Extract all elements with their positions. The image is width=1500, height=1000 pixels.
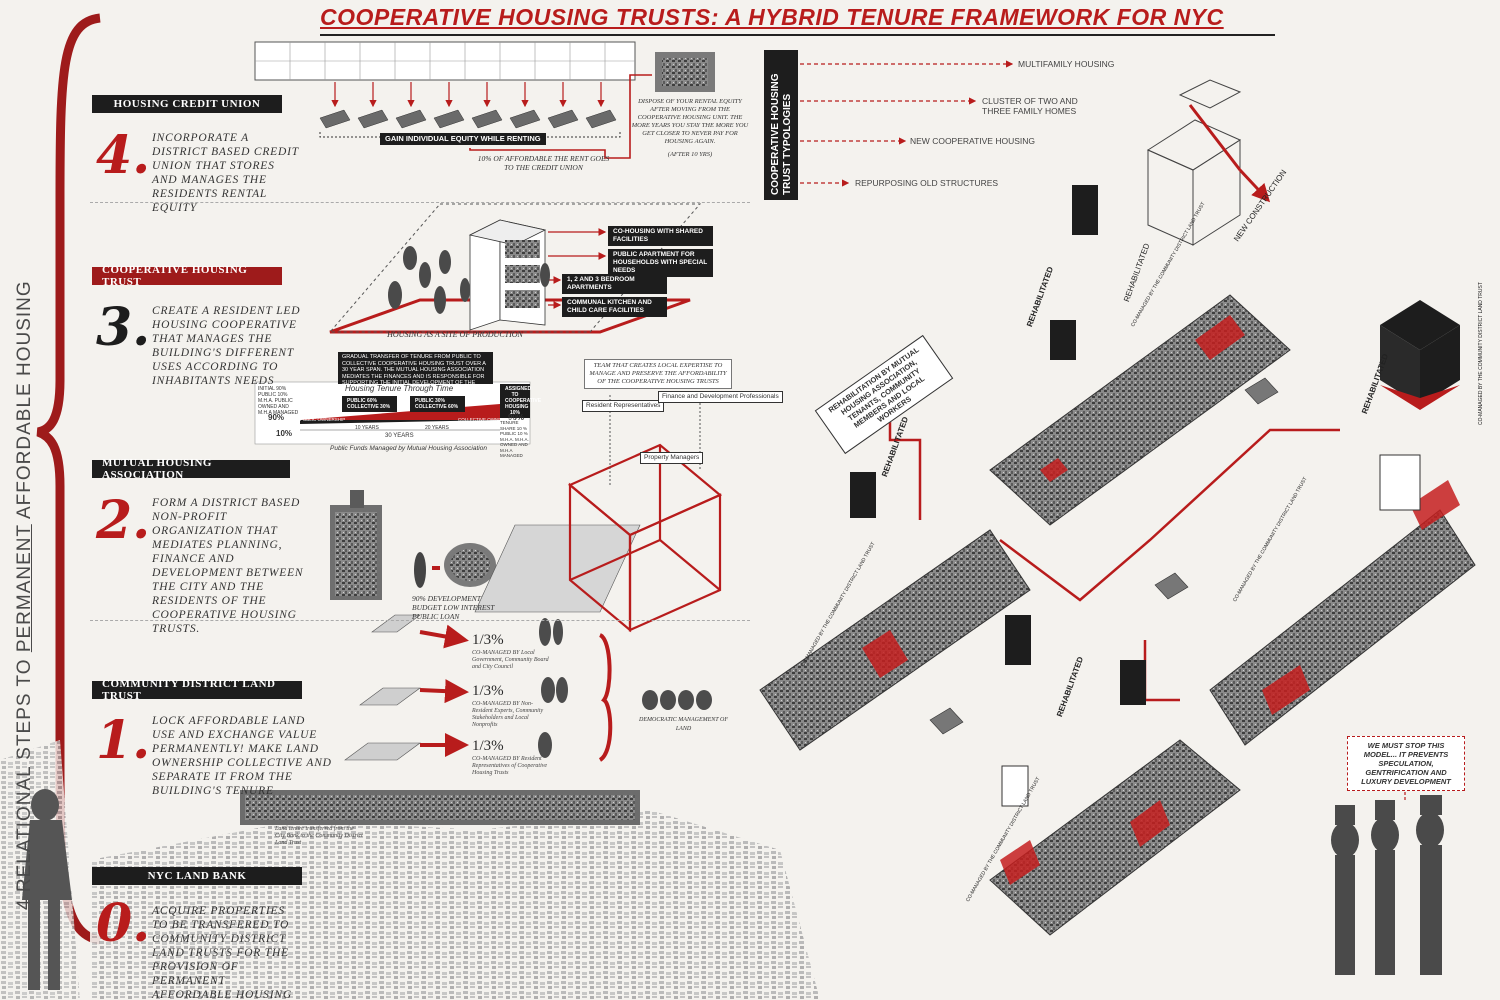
quote-box: WE MUST STOP THIS MODEL... IT PREVENTS S… [1347, 736, 1465, 791]
role-finance: Finance and Development Professionals [658, 391, 783, 403]
step-text-4: INCORPORATE A DISTRICT BASED CREDIT UNIO… [152, 132, 299, 214]
step-text-0: ACQUIRE PROPERTIES TO BE TRANSFERED TO C… [152, 905, 292, 1000]
bar-left-label: PUBLIC OWNERSHIP [300, 417, 346, 422]
mha-base [474, 524, 641, 613]
share-fraction-2: 1/3% [472, 683, 504, 699]
street-map [90, 810, 820, 1000]
block-bottom [989, 739, 1241, 936]
meeting-figures [538, 618, 712, 758]
share-fraction-3: 1/3% [472, 738, 504, 754]
step-number-1: 1. [96, 710, 151, 771]
step-text-2: FORM A DISTRICT BASED NON-PROFIT ORGANIZ… [152, 497, 304, 635]
tenure-right-legend: TENURE SHARE 10 % PUBLIC 10 % M.H.A. M.H… [500, 420, 529, 458]
tenure-box-b: PUBLIC 30% COLLECTIVE 60% [410, 396, 465, 412]
coop-caption: HOUSING AS A SITE OF PRODUCTION [387, 330, 523, 339]
typology-cluster: CLUSTER OF TWO AND THREE FAMILY HOMES [982, 96, 1078, 116]
victorian-figures [1331, 795, 1444, 975]
typology-new-coop: NEW COOPERATIVE HOUSING [910, 136, 1035, 146]
typology-repurposing: REPURPOSING OLD STRUCTURES [855, 178, 999, 188]
bar-right-label: COLLECTIVE OWNERSHIP [458, 417, 516, 422]
share-text-3: CO-MANAGED BY Resident Representatives o… [472, 756, 548, 776]
tenure-note: GRADUAL TRANSFER OF TENURE FROM PUBLIC T… [342, 354, 486, 393]
years-30: 30 YEARS [385, 433, 414, 439]
label-mutual-housing-association: MUTUAL HOUSING ASSOCIATION [92, 457, 290, 481]
vertical-title-underlined: PERMANENT [14, 524, 35, 653]
typology-multifamily: MULTIFAMILY HOUSING [1018, 59, 1115, 69]
use-label-3: 1, 2 AND 3 BEDROOM APARTMENTS [562, 274, 667, 294]
equity-cards [319, 109, 617, 129]
step-text-1: LOCK AFFORDABLE LAND USE AND EXCHANGE VA… [152, 715, 332, 797]
dispose-years: (AFTER 10 YRS) [667, 151, 713, 158]
use-label-1: CO-HOUSING WITH SHARED FACILITIES [608, 226, 713, 246]
pct-left-bottom: 10% [276, 429, 293, 438]
role-property: Property Managers [640, 452, 704, 464]
tenure-title: Housing Tenure Through Time [345, 384, 454, 393]
newsboy-figure [22, 789, 72, 990]
label-nyc-land-bank: NYC LAND BANK [92, 867, 302, 885]
dispose-note: DISPOSE OF YOUR RENTAL EQUITY AFTER MOVI… [631, 98, 749, 145]
land-parcel-tags [929, 377, 1279, 735]
pct-right: 90% [508, 413, 525, 422]
use-label-2: PUBLIC APARTMENT FOR HOUSEHOLDS WITH SPE… [608, 249, 713, 277]
team-note: TEAM THAT CREATES LOCAL EXPERTISE TO MAN… [584, 359, 732, 389]
small-buildings [850, 185, 1421, 807]
transfer-note: Land tenure transferred from the City Ba… [275, 826, 363, 846]
years-10: 10 YEARS [355, 425, 379, 431]
label-housing-credit-union: HOUSING CREDIT UNION [92, 95, 282, 113]
rent-note: 10% OF AFFORDABLE THE RENT GOES TO THE C… [477, 154, 610, 172]
democratic-brace [598, 633, 613, 762]
tenure-left-legend: INITIAL 90% PUBLIC 10% M.H.A. PUBLIC OWN… [258, 386, 299, 416]
co-managed-label: CO-MANAGED BY THE COMMUNITY DISTRICT LAN… [1478, 282, 1484, 425]
typologies-heading: COOPERATIVE HOUSING TRUST TYPOLOGIES [770, 73, 793, 196]
use-label-4: COMMUNAL KITCHEN AND CHILD CARE FACILITI… [562, 297, 667, 317]
tenure-right-box: ASSIGNED TO COOPERATIVE HOUSING 10% [500, 384, 541, 418]
loan-note: 90% DEVELOPMENT BUDGET LOW INTEREST PUBL… [412, 594, 495, 621]
step-number-3: 3. [96, 297, 151, 358]
gain-equity-label: GAIN INDIVIDUAL EQUITY WHILE RENTING [380, 133, 546, 145]
vertical-title-suffix: AFFORDABLE HOUSING [14, 280, 35, 525]
years-20: 20 YEARS [425, 425, 449, 431]
land-parcels [344, 614, 421, 761]
title-rule [320, 34, 1275, 36]
block-right [1209, 480, 1476, 746]
divider [90, 202, 750, 203]
step-number-4: 4. [96, 125, 151, 186]
rehab-building-tall [1380, 300, 1460, 410]
typologies-bar [764, 50, 798, 200]
crowd-figures [388, 246, 550, 314]
step-number-0: 0. [96, 893, 151, 954]
share-text-2: CO-MANAGED BY Non-Resident Experts, Comm… [472, 701, 544, 728]
coop-platform [329, 298, 691, 334]
vertical-title-prefix: 4 RELATIONAL STEPS TO [14, 652, 35, 910]
person-figure [414, 552, 426, 588]
step-number-2: 2. [96, 490, 151, 551]
page-title: COOPERATIVE HOUSING TRUSTS: A HYBRID TEN… [320, 4, 1224, 30]
tenure-footer: Public Funds Managed by Mutual Housing A… [330, 445, 487, 452]
vertical-title: 4 RELATIONAL STEPS TO PERMANENT AFFORDAB… [14, 280, 36, 910]
share-text-1: CO-MANAGED BY Local Government, Communit… [472, 650, 549, 670]
tenure-box-a: PUBLIC 60% COLLECTIVE 30% [342, 396, 397, 412]
role-resident: Resident Representatives [582, 400, 665, 412]
divider [90, 620, 750, 621]
democratic-management: DEMOCRATIC MANAGEMENT OF LAND [639, 717, 728, 732]
tenure-note-box [338, 352, 493, 384]
label-cooperative-housing-trust: COOPERATIVE HOUSING TRUST [92, 264, 282, 288]
block-top [989, 294, 1291, 526]
label-community-district-land-trust: COMMUNITY DISTRICT LAND TRUST [92, 678, 302, 702]
block-left [759, 529, 1031, 751]
mha-cube [567, 443, 723, 633]
share-fraction-1: 1/3% [472, 632, 504, 648]
pct-left-top: 90% [268, 413, 285, 422]
step-text-3: CREATE A RESIDENT LED HOUSING COOPERATIV… [152, 305, 301, 387]
